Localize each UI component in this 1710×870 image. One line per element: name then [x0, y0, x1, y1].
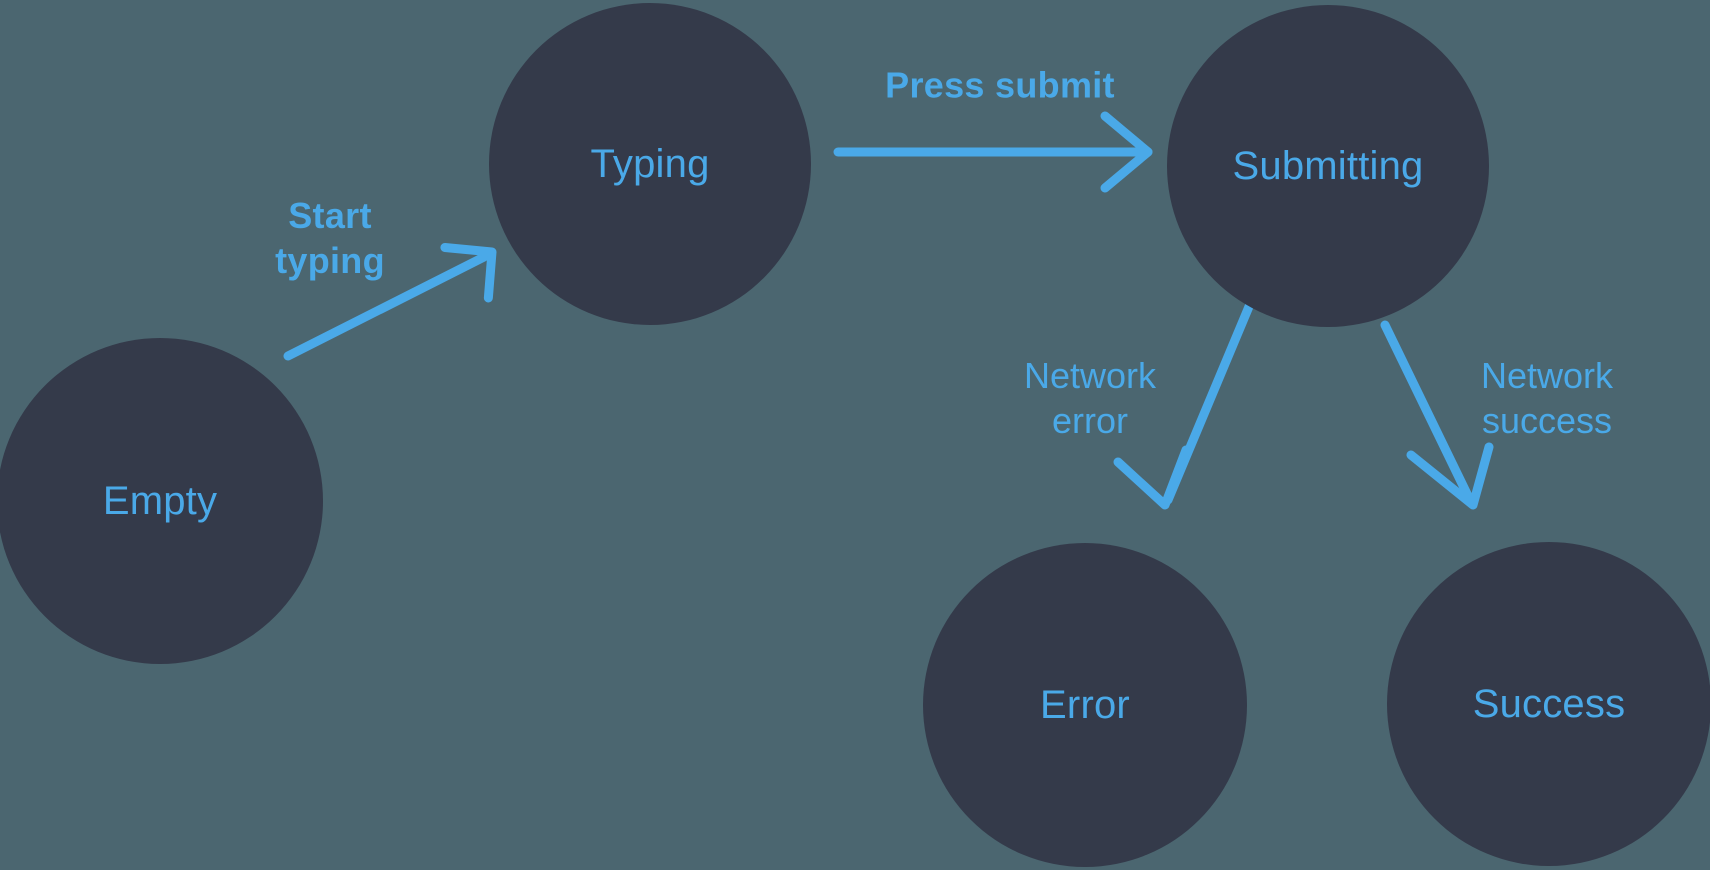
state-label-empty: Empty — [102, 479, 218, 523]
state-label-submitting: Submitting — [1232, 144, 1424, 188]
state-node-error[interactable]: Error — [923, 543, 1247, 867]
state-label-typing: Typing — [590, 142, 710, 186]
transition-label-network-success: Network success — [1480, 355, 1614, 441]
state-label-success: Success — [1472, 682, 1626, 726]
state-node-success[interactable]: Success — [1387, 542, 1710, 866]
arrow-network-error — [1113, 292, 1258, 510]
arrow-start-typing — [283, 243, 497, 361]
arrow-press-submit — [833, 111, 1153, 193]
transition-label-press-submit: Press submit — [885, 64, 1115, 106]
state-node-typing[interactable]: Typing — [489, 3, 811, 325]
state-label-error: Error — [1040, 683, 1130, 727]
transition-label-start-typing: Start typing — [275, 195, 385, 281]
transition-label-network-error: Network error — [1023, 355, 1157, 441]
state-node-submitting[interactable]: Submitting — [1167, 5, 1489, 327]
arrow-network-success — [1380, 320, 1494, 510]
state-node-empty[interactable]: Empty — [0, 338, 323, 664]
